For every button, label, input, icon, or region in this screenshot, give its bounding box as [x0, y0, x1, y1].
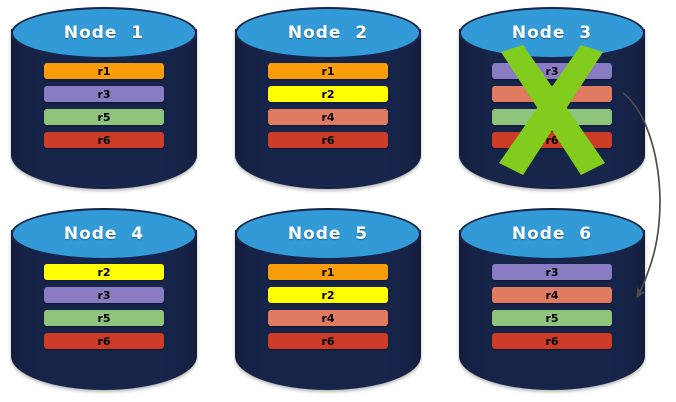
node-5-cylinder-top: [235, 208, 421, 260]
record-bar[interactable]: r6: [44, 333, 164, 349]
node-4-cylinder-top: [11, 208, 197, 260]
node-3[interactable]: Node 3 r3 r4 r5 r6: [459, 7, 645, 189]
record-bar[interactable]: r4: [268, 310, 388, 326]
record-bar[interactable]: r5: [492, 310, 612, 326]
node-4[interactable]: Node 4 r2 r3 r5 r6: [11, 208, 197, 390]
record-bar[interactable]: r2: [44, 264, 164, 280]
record-bar[interactable]: r6: [268, 132, 388, 148]
record-bar[interactable]: r1: [44, 63, 164, 79]
node-2-label: Node 2: [287, 23, 369, 43]
node-3-record-list: r3 r4 r5 r6: [492, 63, 612, 155]
node-6-cylinder-top: [459, 208, 645, 260]
node-6[interactable]: Node 6 r3 r4 r5 r6: [459, 208, 645, 390]
node-5-label: Node 5: [287, 224, 369, 244]
node-2-cylinder-top: [235, 7, 421, 59]
node-5[interactable]: Node 5 r1 r2 r4 r6: [235, 208, 421, 390]
record-bar[interactable]: r5: [44, 109, 164, 125]
record-bar[interactable]: r6: [492, 333, 612, 349]
node-4-record-list: r2 r3 r5 r6: [44, 264, 164, 356]
node-4-label: Node 4: [63, 224, 145, 244]
record-bar[interactable]: r4: [492, 287, 612, 303]
node-1-cylinder-top: [11, 7, 197, 59]
node-1-record-list: r1 r3 r5 r6: [44, 63, 164, 155]
record-bar[interactable]: r5: [492, 109, 612, 125]
record-bar[interactable]: r1: [268, 63, 388, 79]
node-6-record-list: r3 r4 r5 r6: [492, 264, 612, 356]
record-bar[interactable]: r6: [492, 132, 612, 148]
record-bar[interactable]: r6: [268, 333, 388, 349]
record-bar[interactable]: r3: [492, 63, 612, 79]
node-3-label: Node 3: [511, 23, 593, 43]
record-bar[interactable]: r3: [44, 86, 164, 102]
record-bar[interactable]: r3: [492, 264, 612, 280]
record-bar[interactable]: r3: [44, 287, 164, 303]
record-bar[interactable]: r4: [268, 109, 388, 125]
record-bar[interactable]: r2: [268, 86, 388, 102]
node-5-record-list: r1 r2 r4 r6: [268, 264, 388, 356]
record-bar[interactable]: r1: [268, 264, 388, 280]
node-1[interactable]: Node 1 r1 r3 r5 r6: [11, 7, 197, 189]
node-2-record-list: r1 r2 r4 r6: [268, 63, 388, 155]
node-1-label: Node 1: [63, 23, 145, 43]
node-2[interactable]: Node 2 r1 r2 r4 r6: [235, 7, 421, 189]
record-bar[interactable]: r2: [268, 287, 388, 303]
record-bar[interactable]: r4: [492, 86, 612, 102]
record-bar[interactable]: r6: [44, 132, 164, 148]
node-6-label: Node 6: [511, 224, 593, 244]
record-bar[interactable]: r5: [44, 310, 164, 326]
